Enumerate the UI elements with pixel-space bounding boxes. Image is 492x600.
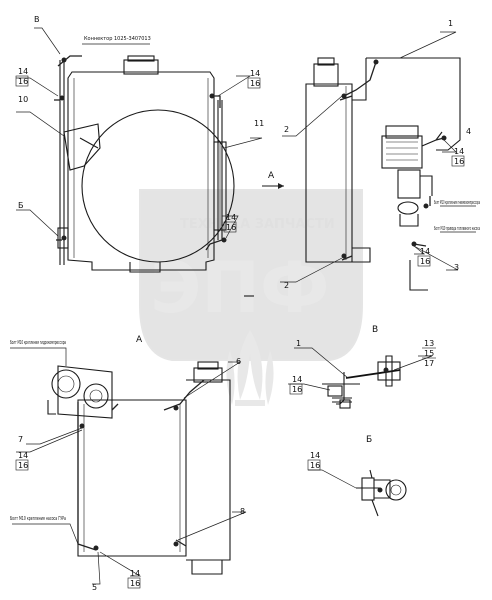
label-16: 16 [310,461,320,470]
label-6: 6 [236,357,241,366]
label-view-v-lower: В [372,325,378,335]
hydrocompressor [51,365,113,419]
label-view-b: Б [18,201,24,210]
bolt-icon [341,59,447,259]
label-1: 1 [296,339,301,348]
bolt-fuel-pump-note: Болт М10 привода топливного насоса [434,226,480,232]
label-10: 10 [18,95,28,104]
label-16: 16 [226,223,236,232]
watermark-text: ТЕХНИКА ЗАПЧАСТИ [180,217,335,232]
bolt-icon [79,405,179,551]
label-13: 13 [424,339,434,348]
callout-leaders [10,27,476,585]
label-4: 4 [466,127,471,136]
bolt-hydrocompressor-note: Болт М10 крепления гидрокомпрессора [10,340,66,346]
label-5: 5 [92,583,97,592]
label-14: 14 [18,67,28,76]
label-8: 8 [240,507,245,516]
label-7: 7 [18,435,23,444]
air-compressor [381,125,443,227]
label-14: 14 [454,147,464,156]
view-v-detail [322,355,401,409]
view-a-assembly [47,361,231,575]
bolt-gur-pump-note: Болт М10 крепления насоса ГУРа [10,516,66,522]
label-11: 11 [254,119,264,128]
label-2: 2 [284,281,289,290]
connector-note: Коннектор 1025-3407013 [84,36,151,42]
label-16: 16 [250,79,260,88]
callout-labels: В Коннектор 1025-3407013 14 16 10 Б 14 1… [10,15,480,592]
label-14: 14 [310,451,320,460]
watermark: ТЕХНИКА ЗАПЧАСТИ ЭПФ [139,189,363,406]
radiator-side-view [244,57,461,297]
wheat-emblem-icon [226,330,274,406]
label-17: 17 [424,359,434,368]
watermark-logo: ЭПФ [150,247,329,329]
label-16: 16 [130,579,140,588]
label-3: 3 [454,263,459,272]
label-14: 14 [250,69,260,78]
bolt-compressor-note: Болт М10 крепления пневмокомпрессора [434,200,480,206]
label-16: 16 [454,157,464,166]
label-16: 16 [292,385,302,394]
bolt-icon [59,57,227,243]
label-view-a: А [268,171,275,181]
label-view-v: В [34,15,40,24]
label-14: 14 [292,375,302,384]
label-view-a-lower: А [136,335,143,345]
label-15: 15 [424,349,434,358]
label-16: 16 [18,461,28,470]
label-view-b-lower: Б [366,435,372,445]
label-14: 14 [226,213,236,222]
label-14: 14 [420,247,430,256]
view-b-detail [356,469,407,517]
radiator-left-view [54,55,235,273]
label-16: 16 [18,77,28,86]
label-16: 16 [420,257,430,266]
label-1: 1 [448,19,453,28]
label-14: 14 [130,569,140,578]
label-14: 14 [18,451,28,460]
label-2: 2 [284,125,289,134]
